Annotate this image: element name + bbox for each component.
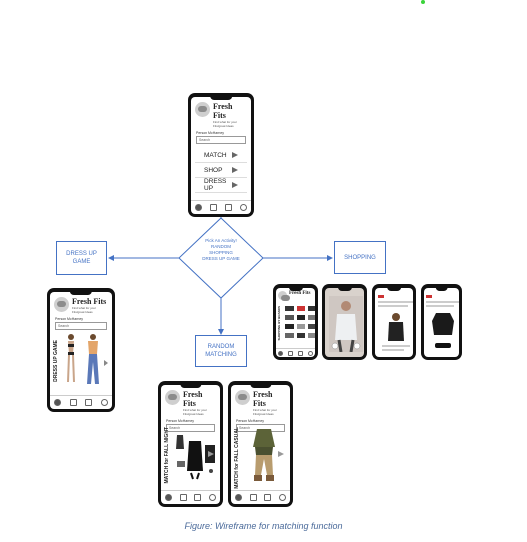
user-label: Person McHarney: [55, 317, 84, 321]
tab-explore-icon[interactable]: [179, 494, 187, 501]
decision-line: DRESS UP GAME: [202, 256, 240, 261]
brand-title: Fresh Fits: [72, 297, 107, 306]
tab-menu-icon[interactable]: [194, 494, 202, 501]
shopping-brands-phone: Fresh Fits SHOPPING BY BRANDS: [273, 284, 318, 360]
decision-label: Pick An Activity! RANDOM SHOPPING DRESS …: [182, 238, 260, 262]
search-input[interactable]: Search: [166, 424, 215, 432]
random-matching-node: RANDOM MATCHING: [195, 335, 247, 367]
menu-item-label: DRESS UP: [204, 178, 227, 192]
dress-up-title: DRESS UP GAME: [53, 340, 59, 382]
tab-home-icon[interactable]: [278, 350, 284, 356]
tab-explore-icon[interactable]: [288, 350, 294, 356]
brand-title: Fresh Fits: [253, 390, 273, 408]
brand-title: Fresh Fits: [213, 102, 233, 120]
item-detail: [426, 295, 459, 348]
play-arrow-icon[interactable]: [278, 451, 284, 457]
menu-item-shop[interactable]: SHOP: [195, 163, 247, 178]
tab-bar: [231, 490, 290, 504]
logo-icon: [54, 297, 69, 312]
casual-outfit: [253, 429, 275, 481]
match-casual-phone: Fresh Fits Find what for your Fits/great…: [228, 381, 293, 507]
shopping-node: SHOPPING: [334, 241, 386, 274]
menu-item-dress-up[interactable]: DRESS UP: [195, 178, 247, 193]
tab-home-icon[interactable]: [195, 204, 202, 211]
search-input[interactable]: Search: [55, 322, 107, 330]
brand-title: Fresh Fits: [183, 390, 203, 408]
tab-home-icon[interactable]: [234, 494, 242, 501]
brand-tagline: Find what for your Fits/great Ideas: [183, 408, 208, 416]
shopping-title: SHOPPING BY BRANDS: [277, 306, 281, 341]
brand-tagline: Find what for your Fits/great Ideas: [253, 408, 278, 416]
menu-item-match[interactable]: MATCH: [195, 148, 247, 163]
tab-explore-icon[interactable]: [249, 494, 257, 501]
tab-profile-icon[interactable]: [307, 350, 313, 356]
tab-bar: [50, 395, 112, 409]
night-outfit: [176, 435, 215, 480]
shopping-photo-phone: [322, 284, 367, 360]
tab-profile-icon[interactable]: [100, 399, 108, 406]
tab-profile-icon[interactable]: [279, 494, 287, 501]
match-night-title: MATCH for FALL NIGHT: [164, 427, 170, 484]
menu-item-label: MATCH: [204, 151, 227, 159]
tab-menu-icon[interactable]: [225, 204, 232, 211]
tab-menu-icon[interactable]: [297, 350, 303, 356]
decision-line: SHOPPING: [209, 250, 233, 255]
tab-profile-icon[interactable]: [240, 204, 247, 211]
figure-caption: Figure: Wireframe for matching function: [184, 521, 343, 531]
node-label: RANDOM MATCHING: [205, 344, 237, 358]
decision-line: Pick An Activity!: [205, 238, 237, 243]
tab-home-icon[interactable]: [164, 494, 172, 501]
brand-tagline: Find what for your Fits/great Ideas: [72, 306, 97, 314]
dress-up-figures: [67, 334, 108, 384]
menu-item-label: SHOP: [204, 166, 223, 174]
search-input[interactable]: Search: [196, 136, 246, 144]
tab-explore-icon[interactable]: [210, 204, 217, 211]
tab-menu-icon[interactable]: [85, 399, 93, 406]
user-label: Person McHarney: [166, 419, 195, 423]
tab-home-icon[interactable]: [54, 399, 62, 406]
match-night-phone: Fresh Fits Find what for your Fits/great…: [158, 381, 223, 507]
logo-icon: [235, 390, 250, 405]
tab-bar: [161, 490, 220, 504]
tab-profile-icon[interactable]: [209, 494, 217, 501]
logo-icon: [195, 102, 210, 117]
tab-bar: [276, 348, 315, 357]
shopping-item-phone: [421, 284, 462, 360]
tab-explore-icon[interactable]: [69, 399, 77, 406]
main-menu-phone: Fresh Fits Find what for your Fits/great…: [188, 93, 254, 217]
play-arrow-icon[interactable]: [208, 451, 214, 457]
play-arrow-icon: [232, 152, 238, 158]
brand-title: Fresh Fits: [289, 291, 311, 296]
node-label: DRESS UP GAME: [66, 251, 97, 265]
node-label: SHOPPING: [344, 254, 376, 261]
dress-up-node: DRESS UP GAME: [56, 241, 107, 275]
shopping-product-phone: [372, 284, 416, 360]
logo-icon: [278, 291, 290, 301]
play-arrow-icon: [232, 182, 238, 188]
brand-tagline: Find what for your Fits/great Ideas: [213, 120, 238, 128]
user-label: Person McHarney: [196, 131, 225, 135]
status-dot: [421, 0, 425, 4]
tab-bar: [191, 200, 251, 214]
model-photo: [329, 296, 363, 352]
play-arrow-icon: [232, 167, 238, 173]
decision-line: RANDOM: [211, 244, 231, 249]
tab-menu-icon[interactable]: [264, 494, 272, 501]
user-label: Person McHarney: [236, 419, 265, 423]
dress-up-phone: Fresh Fits Find what for your Fits/great…: [47, 288, 115, 412]
brand-logos-grid: [285, 306, 315, 338]
product-page: [378, 295, 413, 351]
match-casual-title: MATCH for FALL CASUAL: [234, 427, 240, 489]
logo-icon: [165, 390, 180, 405]
